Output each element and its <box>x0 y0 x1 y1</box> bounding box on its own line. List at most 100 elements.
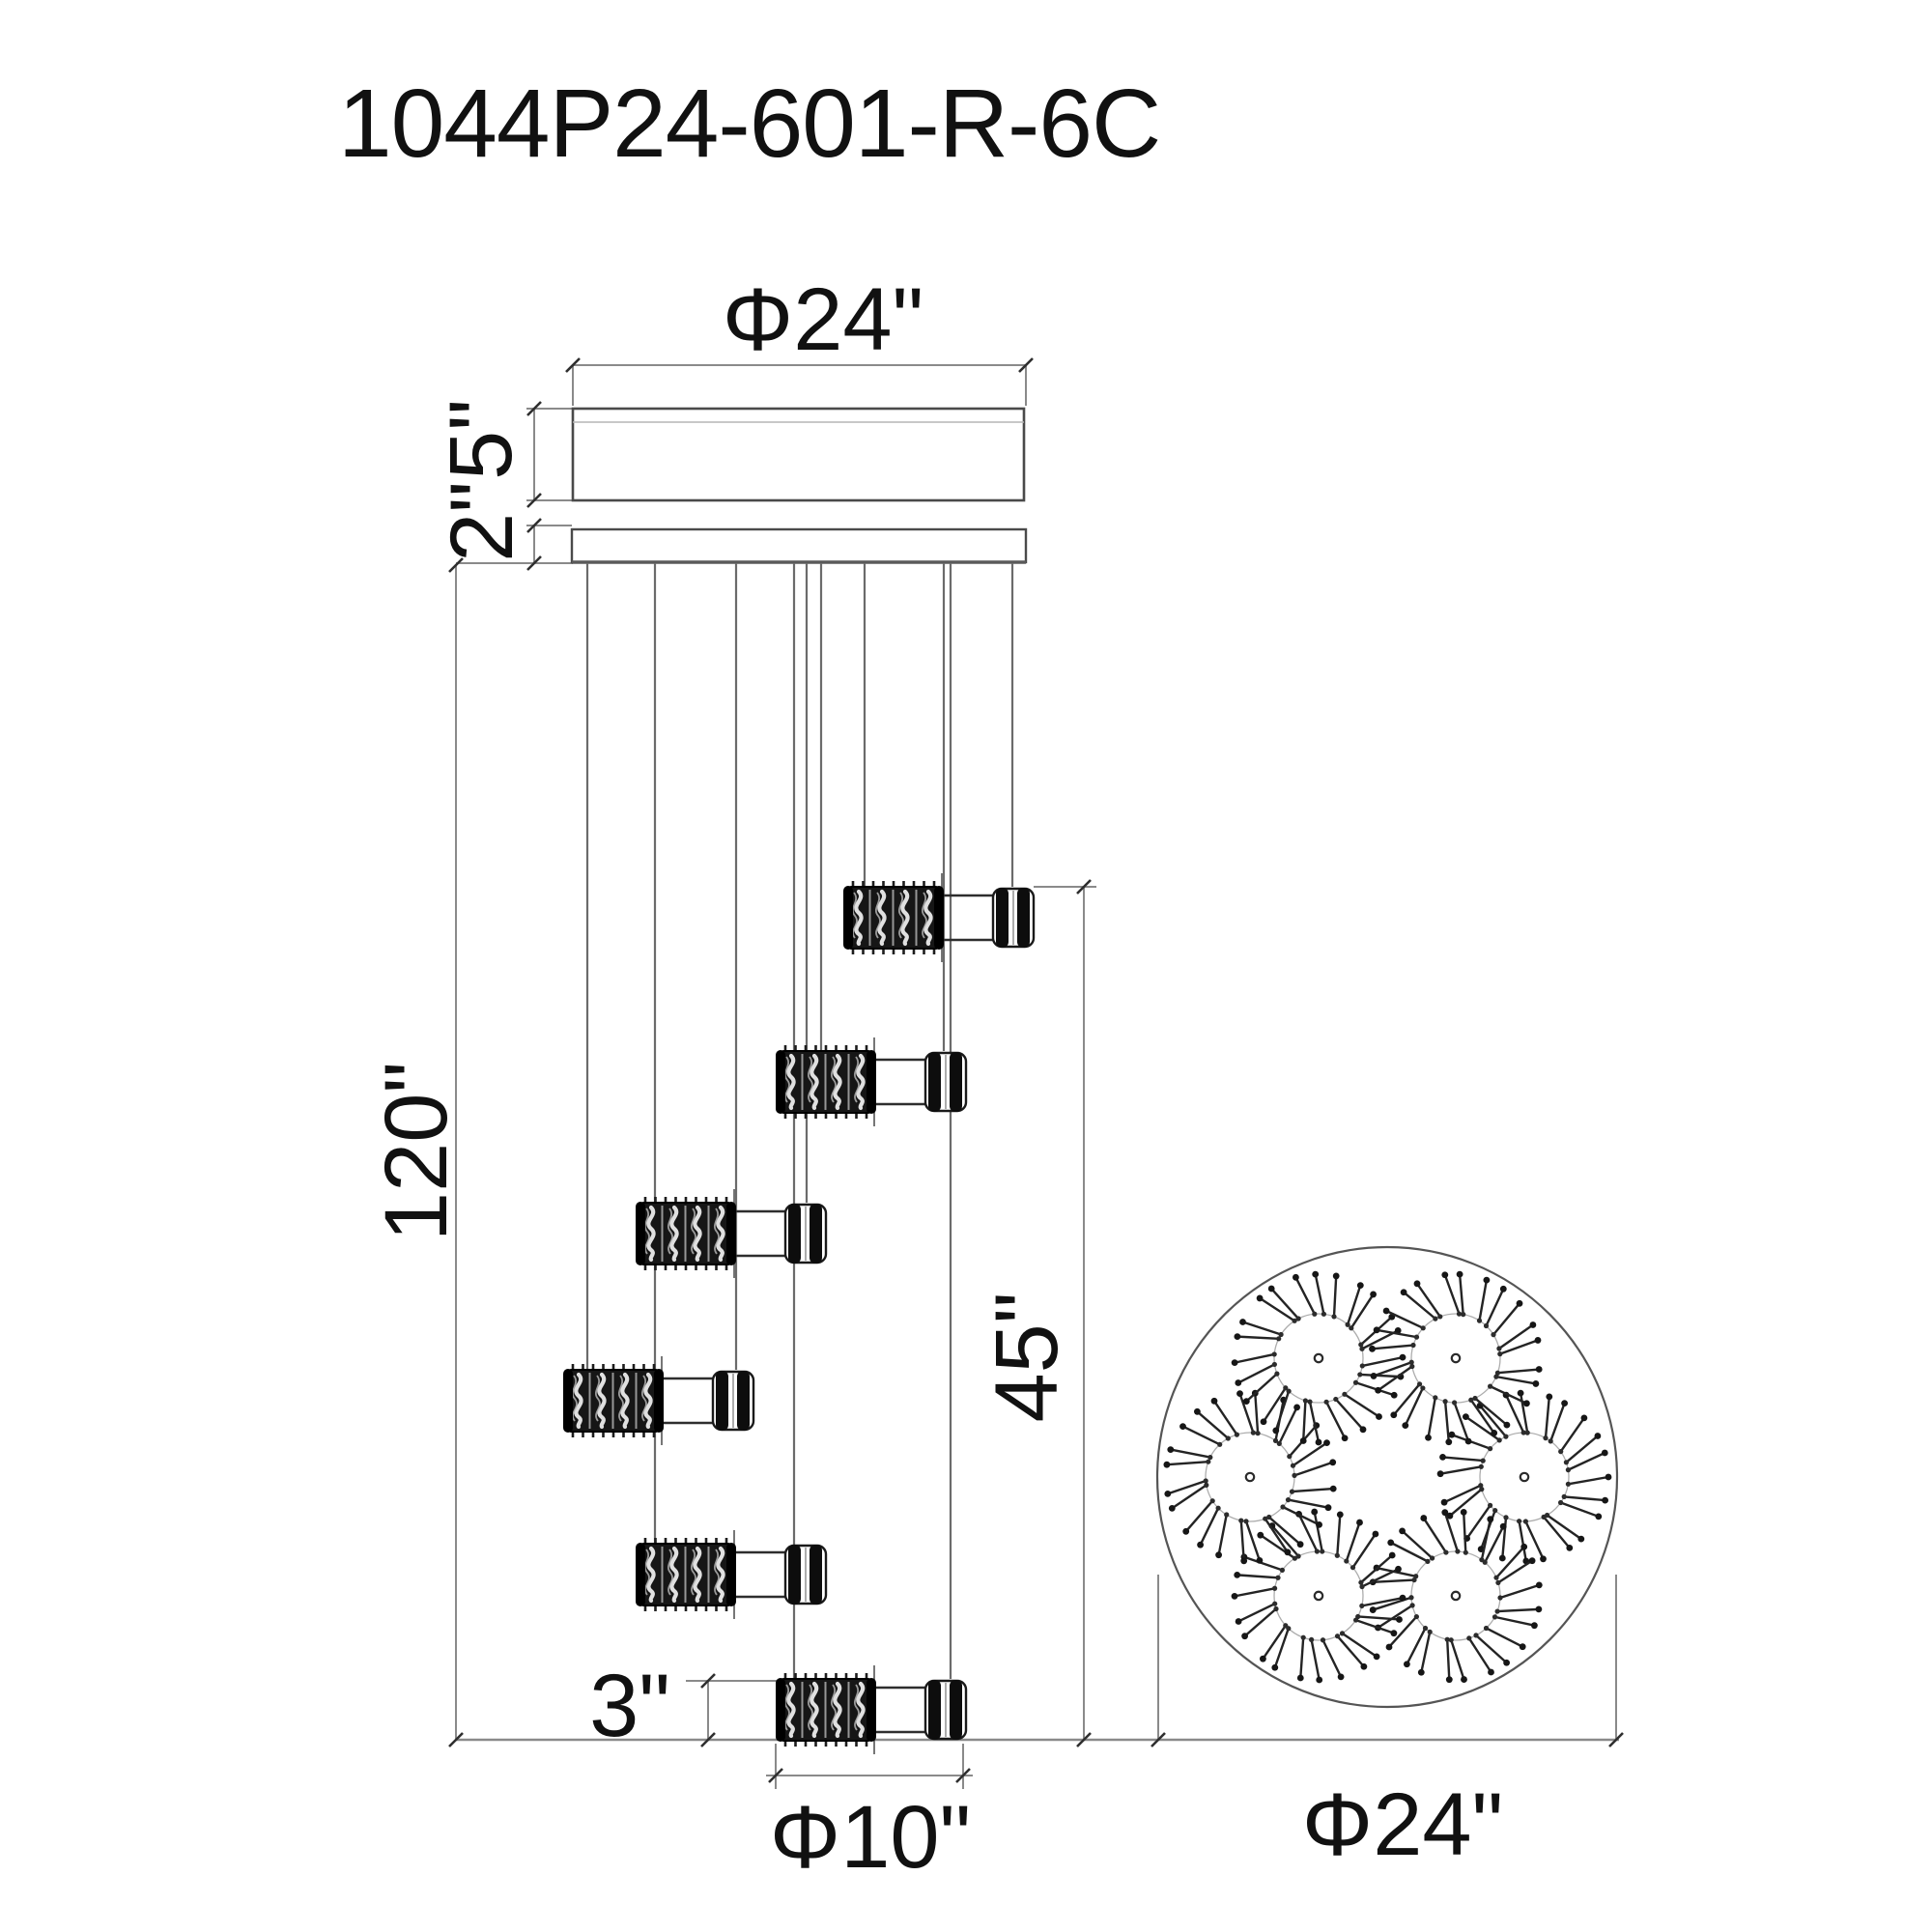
crystal-tip-ticks <box>643 1197 728 1270</box>
crystal-spoke <box>1387 1615 1418 1649</box>
crystal-spoke-tip <box>1315 1438 1322 1446</box>
crystal-spoke <box>1372 1361 1413 1378</box>
crystal-spoke-tip <box>1299 1437 1307 1444</box>
ring-silhouette-lines <box>944 894 993 942</box>
crystal-spoke <box>1245 1372 1279 1403</box>
crystal-spoke-base <box>1271 1351 1277 1357</box>
crystal-spoke-tip <box>1595 1513 1603 1520</box>
crystal-spoke-tip <box>1356 1282 1364 1290</box>
crystal-spoke <box>1242 1555 1284 1572</box>
crystal-spoke <box>1392 1382 1421 1416</box>
crystal-spoke-tip <box>1580 1414 1588 1422</box>
crystal-spoke-base <box>1323 1399 1329 1405</box>
crystal-spoke-tip <box>1445 1438 1453 1446</box>
crystal-spoke-base <box>1292 1472 1297 1478</box>
crystal-spoke-tip <box>1373 1326 1380 1334</box>
crystal-spoke <box>1567 1451 1606 1471</box>
crystal-spoke-tip <box>1440 1498 1448 1506</box>
crystal-spoke-tip <box>1324 1504 1332 1512</box>
crystal-spoke-base <box>1224 1512 1230 1518</box>
crystal-spoke-base <box>1204 1482 1209 1488</box>
ring-silhouette-lines <box>664 1377 713 1425</box>
crystal-spoke-tip <box>1235 1379 1242 1386</box>
crystal-spoke-base <box>1276 1336 1282 1342</box>
crystal-spoke-base <box>1408 1359 1414 1365</box>
crystal-spoke <box>1480 1518 1492 1561</box>
crystal-spoke-base <box>1430 1555 1435 1561</box>
crystal-ring <box>1231 1508 1406 1684</box>
crystal-spoke-base <box>1448 1637 1454 1643</box>
crystal-spoke-base <box>1234 1432 1239 1437</box>
crystal-spoke-base <box>1358 1342 1364 1348</box>
crystal-spoke-tip <box>1210 1397 1218 1405</box>
crystal-spoke <box>1196 1410 1230 1440</box>
crystal-spoke-base <box>1422 1625 1429 1632</box>
crystal-spoke-base <box>1452 1400 1458 1406</box>
crystal-spoke-base <box>1543 1435 1548 1441</box>
crystal-spoke-tip <box>1296 1674 1304 1682</box>
crystal-spoke-tip <box>1316 1676 1323 1684</box>
crystal-spoke-base <box>1286 1388 1292 1394</box>
crystal-spoke <box>1442 1484 1482 1504</box>
crystal-spoke-tip <box>1167 1446 1175 1453</box>
crystal-spoke-tip <box>1267 1285 1275 1293</box>
crystal-spoke-base <box>1478 1483 1484 1489</box>
crystal-spoke-tip <box>1517 1389 1524 1397</box>
crystal-spoke <box>1270 1524 1300 1558</box>
crystal-spoke-tip <box>1337 1673 1345 1681</box>
crystal-spoke-tip <box>1239 1319 1246 1325</box>
crystal-spoke-base <box>1503 1515 1509 1520</box>
crystal-spoke <box>1559 1416 1586 1453</box>
crystal-strand <box>693 1205 702 1263</box>
crystal-spoke <box>1462 1511 1467 1554</box>
crystal-spoke <box>1496 1559 1534 1584</box>
pendant <box>776 1037 968 1126</box>
crystal-spoke <box>1264 1518 1290 1554</box>
crystal-spoke <box>1504 1393 1525 1435</box>
crystal-spoke-base <box>1250 1430 1256 1435</box>
crystal-spoke-tip <box>1605 1473 1612 1481</box>
crystal-spoke <box>1498 1339 1540 1355</box>
dimension-end-ticks <box>448 357 1624 1783</box>
crystal-spoke-base <box>1503 1434 1509 1439</box>
crystal-spoke-base <box>1208 1455 1213 1461</box>
ring-center-dot <box>1313 1590 1324 1602</box>
crystal-spoke-base <box>1494 1370 1500 1376</box>
crystal-spoke-base <box>1217 1441 1223 1447</box>
crystal-spoke-tip <box>1272 1427 1280 1435</box>
crystal-spoke-base <box>1344 1558 1350 1564</box>
plate-height-label: 2" <box>433 481 531 562</box>
crystal-spoke <box>1273 1627 1290 1669</box>
crystal-spoke-base <box>1409 1363 1415 1370</box>
crystal-spoke <box>1336 1513 1342 1557</box>
crystal-spoke-base <box>1443 1549 1449 1555</box>
crystal-spoke-tip <box>1540 1555 1547 1563</box>
pendant-lights <box>563 873 1036 1754</box>
crystal-strand-shadow <box>807 1684 813 1731</box>
crystal-spoke-tip <box>1396 1616 1403 1623</box>
pendant <box>636 1530 828 1619</box>
band-end-cap <box>867 1050 876 1114</box>
crystal-strand-shadow <box>897 892 904 939</box>
crystal-spoke <box>1542 1516 1571 1549</box>
crystal-spoke-base <box>1461 1312 1466 1318</box>
crystal-spoke <box>1494 1375 1538 1385</box>
ring-silhouette-lines <box>876 1058 925 1106</box>
crystal-spoke-base <box>1437 1314 1443 1320</box>
crystal-spoke-base <box>1243 1519 1249 1524</box>
crystal-spoke <box>1262 1624 1287 1661</box>
crystal-spoke <box>1473 1397 1509 1427</box>
ring-center-dot <box>1519 1471 1530 1483</box>
crystal-spoke-tip <box>1566 1545 1574 1551</box>
crystal-spoke <box>1274 1389 1291 1433</box>
crystal-spoke <box>1334 1398 1365 1432</box>
crystal-spoke-base <box>1321 1311 1326 1317</box>
band-end-cap <box>726 1202 736 1265</box>
far-side-bar <box>810 1204 822 1264</box>
crystal-spoke <box>1181 1425 1221 1446</box>
crystal-spoke-base <box>1295 1316 1301 1321</box>
crystal-strand-shadow <box>690 1208 696 1255</box>
crystal-spoke-tip <box>1503 1421 1511 1429</box>
crystal-spoke-base <box>1289 1489 1295 1494</box>
